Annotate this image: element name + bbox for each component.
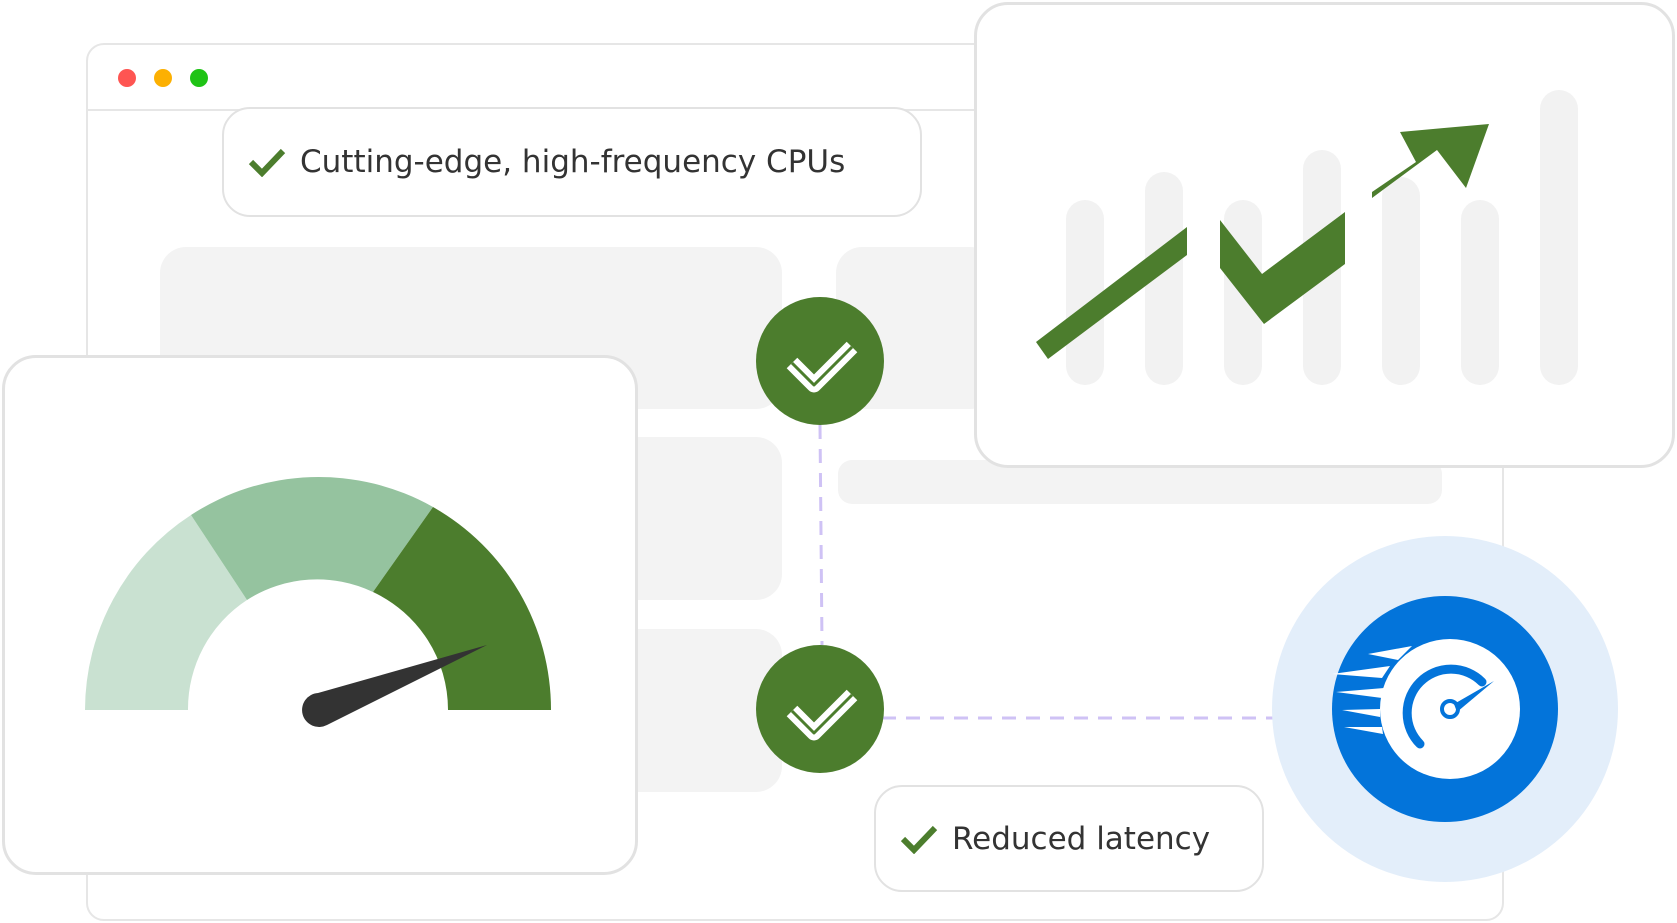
trend-bar xyxy=(1066,200,1104,385)
checkmark-icon xyxy=(248,148,286,177)
speedometer-icon xyxy=(1332,639,1520,779)
feature-label: Cutting-edge, high-frequency CPUs xyxy=(300,144,846,180)
gauge-segment-medium xyxy=(191,476,433,600)
trend-arrow-segment-1 xyxy=(1036,227,1187,359)
checkmark-icon xyxy=(756,645,884,773)
trend-bar xyxy=(1540,90,1578,385)
trend-chart-card xyxy=(974,2,1675,468)
feature-label: Reduced latency xyxy=(952,820,1211,857)
status-check-1 xyxy=(756,297,884,425)
speed-badge xyxy=(1272,536,1618,882)
speedometer-gauge xyxy=(85,476,552,727)
checkmark-icon xyxy=(900,825,938,854)
trend-arrow-segment-2 xyxy=(1220,212,1345,324)
checkmark-icon xyxy=(756,297,884,425)
vertical-connector xyxy=(818,424,824,646)
window-minimize-dot[interactable] xyxy=(154,69,172,87)
feature-pill-latency: Reduced latency xyxy=(874,785,1264,892)
feature-pill-cpus: Cutting-edge, high-frequency CPUs xyxy=(222,107,922,217)
trend-bar xyxy=(1382,177,1420,385)
gauge-segment-low xyxy=(85,515,247,710)
trend-bar xyxy=(1145,172,1183,385)
speed-badge-core xyxy=(1332,596,1558,822)
gauge-card xyxy=(2,355,638,875)
trend-bar xyxy=(1461,200,1499,385)
gauge-segment-high xyxy=(373,507,552,710)
window-maximize-dot[interactable] xyxy=(190,69,208,87)
window-close-dot[interactable] xyxy=(118,69,136,87)
trend-arrow-head xyxy=(1372,124,1489,198)
trend-chart xyxy=(1036,90,1578,385)
status-check-2 xyxy=(756,645,884,773)
gauge-needle xyxy=(302,645,487,727)
